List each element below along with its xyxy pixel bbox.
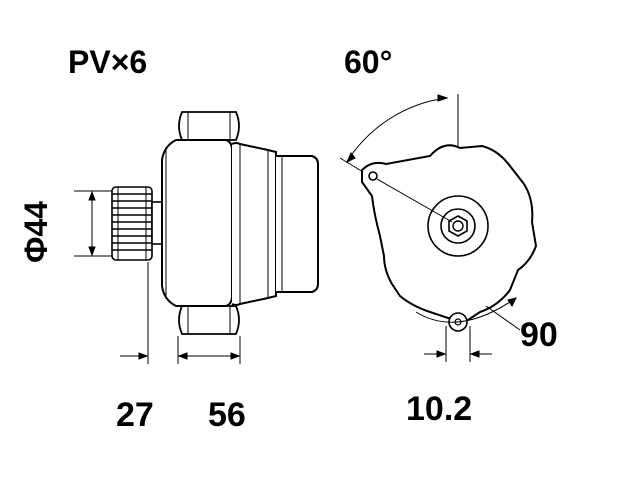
alternator-housing xyxy=(161,139,319,307)
upper-mount-hole xyxy=(368,171,453,223)
side-view xyxy=(74,111,319,364)
dimension-27-label: 27 xyxy=(116,396,154,434)
dimension-10-2-label: 10.2 xyxy=(406,390,473,428)
front-view xyxy=(339,94,538,362)
width-dimension-10-2 xyxy=(424,326,492,362)
mounting-ear-bottom xyxy=(178,305,240,335)
belt-profile-label: PV×6 xyxy=(68,44,148,80)
center-bearing xyxy=(427,195,489,257)
axial-dimension-lines xyxy=(120,262,241,364)
diameter-dimension-line xyxy=(74,190,112,257)
angle-arc-90 xyxy=(415,297,521,331)
angle-label: 60° xyxy=(344,44,393,80)
angle-90-label: 90 xyxy=(520,316,558,354)
pulley xyxy=(111,186,153,261)
diameter-label: Φ44 xyxy=(18,201,54,263)
dimension-56-label: 56 xyxy=(208,396,246,434)
mounting-ear-top xyxy=(178,111,240,141)
